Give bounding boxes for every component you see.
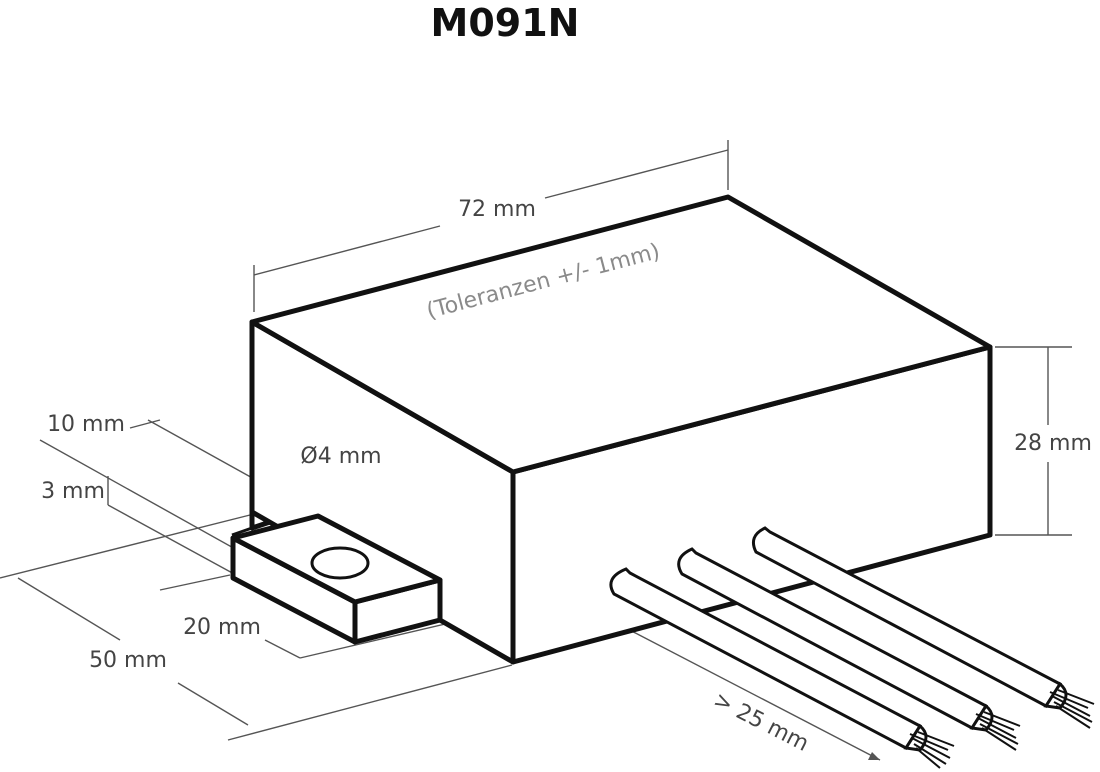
product-title: M091N [431,1,580,45]
tab-length-label: 20 mm [183,615,261,640]
length-label: 72 mm [458,197,536,222]
cable-3 [752,526,1095,729]
cable-2 [677,547,1021,751]
tab-width-label: 10 mm [47,412,125,437]
cable-1 [609,567,955,769]
depth-label: 50 mm [89,648,167,673]
cables [609,526,1095,769]
mounting-tab [230,513,514,664]
tab-thickness-label: 3 mm [41,479,105,504]
hole-diameter-label: Ø4 mm [300,444,381,469]
height-label: 28 mm [1014,431,1092,456]
mounting-hole-icon [310,546,370,580]
